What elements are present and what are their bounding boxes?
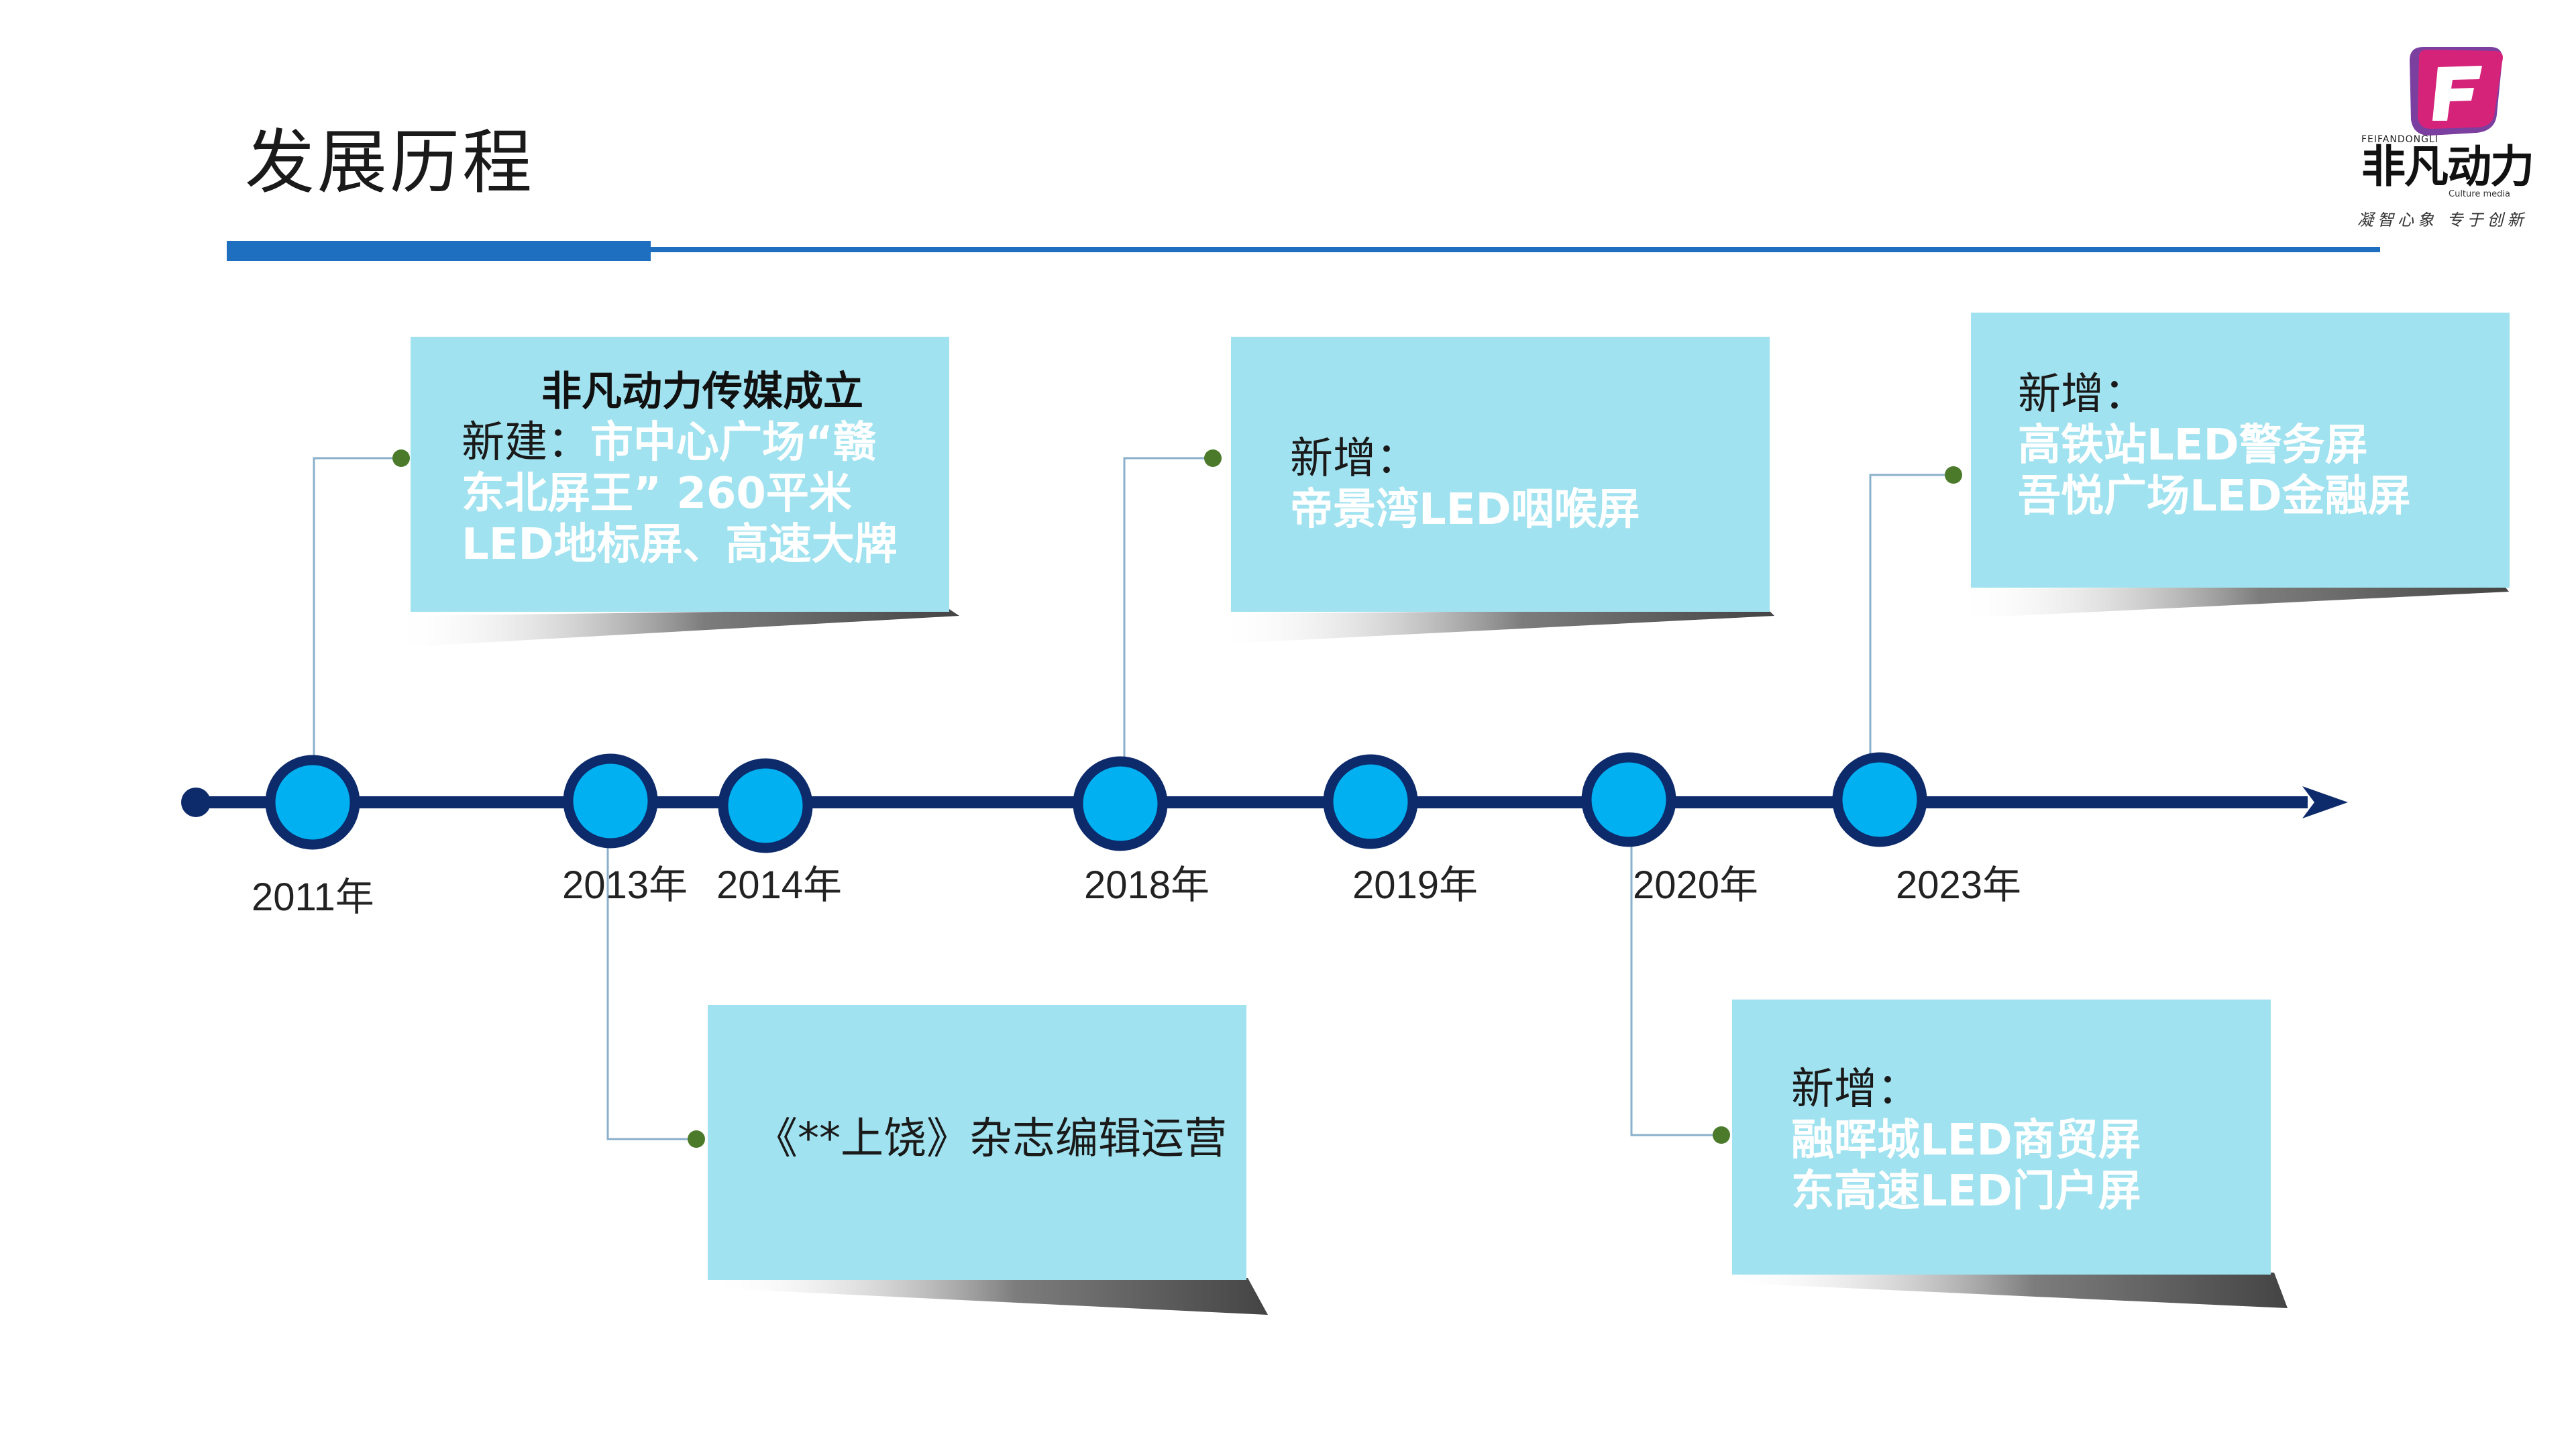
card-2020-prefix: 新增： xyxy=(1791,1065,1920,1114)
brand-logo: FEIFANDONGLI 非凡动力 Culture media 凝智心象 专于创… xyxy=(2357,40,2536,235)
title-rule xyxy=(227,247,2380,252)
card-2018-line1: 帝景湾LED咽喉屏 xyxy=(1290,485,1640,535)
logo-english-name: FEIFANDONGLI xyxy=(2361,134,2438,145)
connector-2018 xyxy=(1123,457,1213,770)
node-2020 xyxy=(1581,752,1676,847)
logo-mark-icon xyxy=(2410,47,2503,136)
card-shadow-2011 xyxy=(392,609,959,647)
axis-start-cap xyxy=(181,788,211,817)
card-2011-text1: 市中心广场“赣 xyxy=(590,418,877,468)
card-2020-line2: 东高速LED门户屏 xyxy=(1791,1167,2141,1216)
card-2011-line2: 东北屏王” 260平米 xyxy=(462,469,852,519)
page-title: 发展历程 xyxy=(245,121,535,203)
card-2020-line1: 融晖城LED商贸屏 xyxy=(1791,1116,2141,1165)
node-2011 xyxy=(265,755,360,850)
year-label-2011: 2011年 xyxy=(252,875,374,919)
connector-dot-2013 xyxy=(688,1130,705,1148)
card-2013-text: 《**上饶》杂志编辑运营 xyxy=(755,1114,1227,1164)
axis-arrow-icon xyxy=(2302,786,2348,818)
connector-dot-2011 xyxy=(392,449,410,467)
node-2014 xyxy=(718,758,813,853)
card-2023-line1: 高铁站LED警务屏 xyxy=(2018,421,2368,470)
logo-chinese-name: 非凡动力 xyxy=(2361,141,2534,193)
year-label-2014: 2014年 xyxy=(716,863,843,907)
milestone-card-2013: 《**上饶》杂志编辑运营 xyxy=(708,1005,1246,1280)
card-shadow-2020 xyxy=(1724,1273,2288,1308)
logo-subtitle: Culture media xyxy=(2449,189,2510,199)
card-shadow-2018 xyxy=(1214,609,1774,644)
card-2011-line1: 新建：市中心广场“赣 xyxy=(462,417,876,468)
card-2018-prefix: 新增： xyxy=(1290,434,1419,484)
year-label-2023: 2023年 xyxy=(1896,863,2022,907)
node-2023 xyxy=(1832,752,1927,847)
connector-dot-2020 xyxy=(1713,1126,1730,1144)
milestone-card-2023: 新增： 高铁站LED警务屏 吾悦广场LED金融屏 xyxy=(1971,313,2510,588)
node-2013 xyxy=(563,753,658,849)
title-rule-accent xyxy=(227,241,651,261)
milestone-card-2018: 新增： 帝景湾LED咽喉屏 xyxy=(1231,337,1770,612)
card-2023-line2: 吾悦广场LED金融屏 xyxy=(2018,472,2411,521)
node-2018 xyxy=(1073,756,1168,851)
connector-2023 xyxy=(1869,474,1953,770)
year-label-2018: 2018年 xyxy=(1084,863,1210,907)
year-label-2020: 2020年 xyxy=(1633,863,1759,907)
card-shadow-2013 xyxy=(708,1278,1268,1315)
card-2011-heading: 非凡动力传媒成立 xyxy=(541,368,863,415)
milestone-card-2020: 新增： 融晖城LED商贸屏 东高速LED门户屏 xyxy=(1732,1000,2271,1275)
year-label-2013: 2013年 xyxy=(562,863,688,907)
card-shadow-2023 xyxy=(1955,585,2509,619)
card-2011-prefix: 新建： xyxy=(462,418,590,468)
connector-2020 xyxy=(1630,832,1721,1136)
connector-dot-2023 xyxy=(1945,466,1962,484)
node-2019 xyxy=(1323,754,1418,849)
milestone-card-2011: 非凡动力传媒成立 新建：市中心广场“赣 东北屏王” 260平米 LED地标屏、高… xyxy=(411,337,949,612)
card-2011-line3: LED地标屏、高速大牌 xyxy=(462,520,898,570)
connector-dot-2018 xyxy=(1204,449,1222,467)
logo-slogan: 凝智心象 专于创新 xyxy=(2357,211,2528,229)
year-label-2019: 2019年 xyxy=(1352,863,1479,907)
card-2023-prefix: 新增： xyxy=(2018,370,2147,419)
connector-2013 xyxy=(606,832,696,1140)
connector-2011 xyxy=(313,457,401,770)
